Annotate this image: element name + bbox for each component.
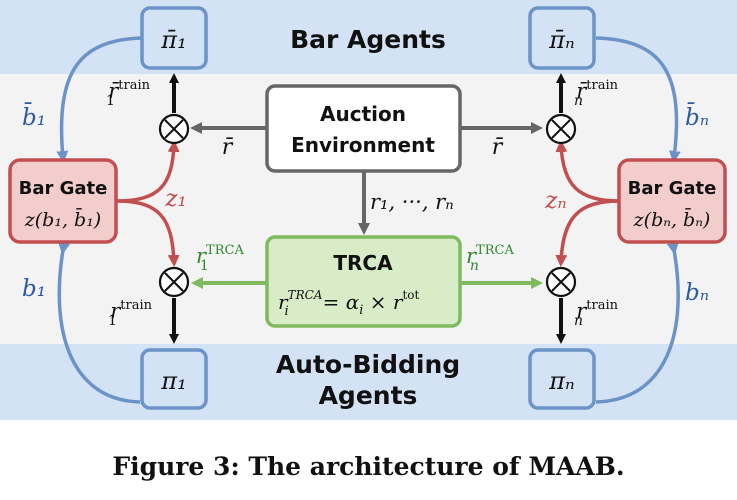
bar-gate-right: Bar Gate z(bₙ, b̄ₙ) (617, 158, 727, 244)
multiplier-top-right (545, 113, 577, 145)
top-band (0, 0, 737, 74)
policy-box-bottom-left: π₁ (140, 348, 208, 410)
label-rbar-left: r̄ (222, 135, 234, 160)
policy-label-top-right: π̄ₙ (548, 26, 575, 54)
arrow-gate1-to-mult-bottom (115, 199, 180, 267)
bar-gate-right-formula: z(bₙ, b̄ₙ) (633, 207, 711, 231)
bar-agents-label: Bar Agents (290, 25, 446, 54)
bar-gate-left: Bar Gate z(b₁, b̄₁) (8, 158, 118, 244)
arrow-pibar1-to-gate1 (56, 36, 143, 163)
arrow-gaten-to-pin (595, 242, 680, 404)
multiplier-bottom-left (158, 266, 190, 298)
policy-label-bottom-left: π₁ (160, 367, 186, 395)
bar-gate-left-formula: z(b₁, b̄₁) (24, 207, 101, 231)
bar-gate-left-title: Bar Gate (19, 178, 108, 199)
label-zn: zₙ (544, 188, 566, 214)
multiplier-bottom-right (545, 266, 577, 298)
auction-environment-box: Auction Environment (265, 84, 462, 173)
multiplier-top-left (158, 113, 190, 145)
bar-gate-right-title: Bar Gate (628, 178, 717, 199)
label-b1: b₁ (22, 276, 46, 302)
figure-caption: Figure 3: The architecture of MAAB. (112, 452, 625, 481)
arrow-gaten-to-mult-bottom (555, 199, 620, 267)
label-bbar1: b̄₁ (22, 103, 46, 131)
auto-bidding-label-line2: Agents (319, 381, 418, 410)
label-r-list: r₁, ···, rₙ (370, 190, 454, 214)
policy-label-bottom-right: πₙ (548, 367, 575, 395)
label-bn: bₙ (685, 280, 709, 306)
label-z1: z₁ (164, 186, 186, 212)
arrow-pibarn-to-gaten (595, 36, 681, 163)
label-rbar-right: r̄ (492, 135, 504, 160)
auction-label-line1: Auction (320, 102, 406, 126)
label-bbarn: b̄ₙ (685, 103, 709, 131)
auto-bidding-label-line1: Auto-Bidding (276, 350, 460, 379)
arrow-gate1-to-pi1 (57, 242, 141, 404)
auction-label-line2: Environment (291, 133, 435, 157)
policy-label-top-left: π̄₁ (160, 26, 186, 54)
bottom-band (0, 344, 737, 420)
trca-title: TRCA (333, 251, 393, 275)
policy-box-bottom-right: πₙ (528, 348, 596, 410)
policy-box-top-left: π̄₁ (140, 6, 208, 70)
policy-box-top-right: π̄ₙ (528, 6, 596, 70)
